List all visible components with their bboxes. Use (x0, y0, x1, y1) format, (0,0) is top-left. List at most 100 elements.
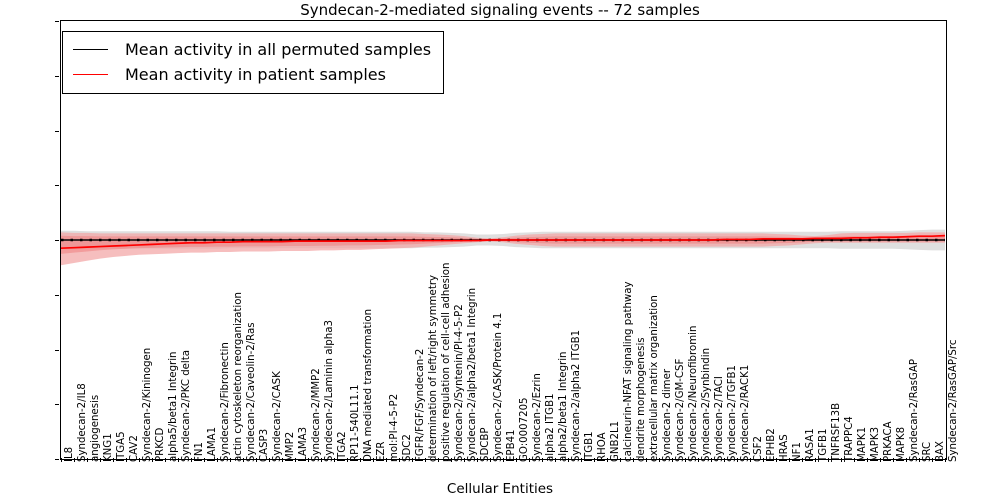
x-tick-label: SDC2 (401, 434, 413, 462)
x-tick-mark (646, 458, 648, 462)
x-tick-mark (581, 458, 583, 462)
x-tick-label: MAPK3 (869, 426, 881, 462)
x-tick-mark (269, 458, 271, 462)
x-tick-label: dendrite morphogenesis (635, 337, 647, 462)
x-tick-mark (74, 458, 76, 462)
x-tick-label: IL8 (63, 446, 75, 462)
x-tick-mark (126, 458, 128, 462)
legend-label-patient: Mean activity in patient samples (125, 65, 386, 84)
x-tick-mark (763, 458, 765, 462)
x-tick-mark (815, 458, 817, 462)
x-tick-label: EPHB2 (765, 428, 777, 462)
x-tick-mark (386, 458, 388, 462)
x-tick-mark (568, 458, 570, 462)
x-tick-mark (516, 458, 518, 462)
y-tick-mark (55, 75, 59, 77)
x-tick-label: EZR (375, 441, 387, 463)
x-tick-mark (412, 458, 414, 462)
x-tick-label: EPB41 (505, 429, 517, 462)
x-tick-label: Syndecan-2/Ezrin (531, 373, 543, 462)
x-tick-label: PRKACA (882, 421, 894, 462)
x-tick-mark (893, 458, 895, 462)
x-tick-mark (425, 458, 427, 462)
x-tick-mark (490, 458, 492, 462)
x-tick-label: HRAS (778, 434, 790, 462)
x-tick-label: Syndecan-2/TACI (713, 376, 725, 462)
y-tick-mark (55, 240, 59, 242)
x-tick-label: alpha2 ITGB1 (544, 393, 556, 462)
x-tick-label: PRKCD (154, 427, 166, 462)
chart-svg (61, 229, 946, 266)
x-tick-label: Syndecan-2/PKC delta (180, 350, 192, 462)
x-tick-label: TNFRSF13B (830, 402, 842, 462)
x-tick-mark (542, 458, 544, 462)
x-tick-label: Syndecan-2/TGFB1 (726, 364, 738, 462)
x-tick-mark (711, 458, 713, 462)
x-tick-mark (87, 458, 89, 462)
x-tick-label: Syndecan-2/Synbindin (700, 347, 712, 462)
x-tick-label: NF1 (791, 442, 803, 462)
x-tick-mark (347, 458, 349, 462)
x-tick-label: GO:0007205 (518, 397, 530, 462)
x-tick-mark (737, 458, 739, 462)
x-tick-label: alpha5/beta1 Integrin (167, 351, 179, 462)
legend-swatch-patient-line (73, 74, 108, 75)
x-tick-label: Syndecan-2/Caveolin-2/Ras (245, 322, 257, 462)
y-tick-mark (55, 185, 59, 187)
x-tick-label: MMP2 (284, 431, 296, 462)
x-tick-label: FGFR/FGF/Syndecan-2 (414, 348, 426, 462)
x-tick-label: LAMA3 (297, 426, 309, 462)
x-tick-label: Syndecan-2/CASK/Protein 4.1 (492, 312, 504, 462)
x-tick-label: Syndecan-2/Neurofibromin (687, 325, 699, 462)
x-tick-label: Syndecan-2/RasGAP/Src (947, 339, 959, 462)
x-tick-label: Syndecan-2/IL8 (76, 383, 88, 462)
x-tick-mark (841, 458, 843, 462)
x-tick-label: mol:PI-4-5-P2 (388, 393, 400, 462)
y-tick-mark (55, 459, 59, 461)
y-tick-mark (55, 294, 59, 296)
x-tick-mark (555, 458, 557, 462)
x-tick-label: FN1 (193, 442, 205, 462)
legend-label-permuted: Mean activity in all permuted samples (125, 40, 432, 59)
x-tick-label: Syndecan-2/RasGAP (908, 359, 920, 462)
x-tick-label: Syndecan-2/Fibronectin (219, 342, 231, 462)
x-tick-label: CASP3 (258, 428, 270, 462)
x-tick-mark (789, 458, 791, 462)
x-tick-mark (217, 458, 219, 462)
x-tick-mark (880, 458, 882, 462)
x-tick-label: positive regulation of cell-cell adhesio… (440, 262, 452, 462)
patient-mean-line (61, 234, 946, 250)
x-tick-label: CSF2 (752, 436, 764, 462)
x-tick-mark (633, 458, 635, 462)
x-tick-label: Syndecan-2/alpha2/beta1 Integrin (466, 287, 478, 462)
x-tick-mark (204, 458, 206, 462)
x-tick-label: calcineurin-NFAT signaling pathway (622, 281, 634, 462)
x-tick-label: TRAPPC4 (843, 416, 855, 462)
y-tick-mark (55, 21, 59, 23)
x-tick-mark (191, 458, 193, 462)
x-tick-mark (906, 458, 908, 462)
x-tick-label: DNA mediated transformation (362, 308, 374, 462)
x-tick-mark (360, 458, 362, 462)
x-tick-mark (698, 458, 700, 462)
x-tick-label: alpha2/beta1 Integrin (557, 351, 569, 462)
x-tick-label: actin cytoskeleton reorganization (232, 292, 244, 462)
x-tick-label: ITGA5 (115, 431, 127, 462)
plot-canvas-wrapper (61, 21, 946, 459)
x-tick-label: TGFB1 (817, 428, 829, 462)
x-tick-label: ITGA2 (336, 431, 348, 462)
x-tick-label: SRC (921, 441, 933, 462)
x-tick-mark (477, 458, 479, 462)
x-tick-label: Syndecan-2/CASK (271, 371, 283, 462)
x-tick-mark (321, 458, 323, 462)
x-tick-mark (282, 458, 284, 462)
x-tick-mark (529, 458, 531, 462)
x-tick-mark (295, 458, 297, 462)
x-tick-mark (100, 458, 102, 462)
x-tick-label: RHOA (596, 432, 608, 462)
x-tick-mark (308, 458, 310, 462)
legend-item-patient: Mean activity in patient samples (73, 62, 431, 87)
y-tick-mark (55, 404, 59, 406)
x-tick-label: Syndecan-2/Syntenin/PI-4-5-P2 (453, 304, 465, 462)
x-tick-mark (334, 458, 336, 462)
